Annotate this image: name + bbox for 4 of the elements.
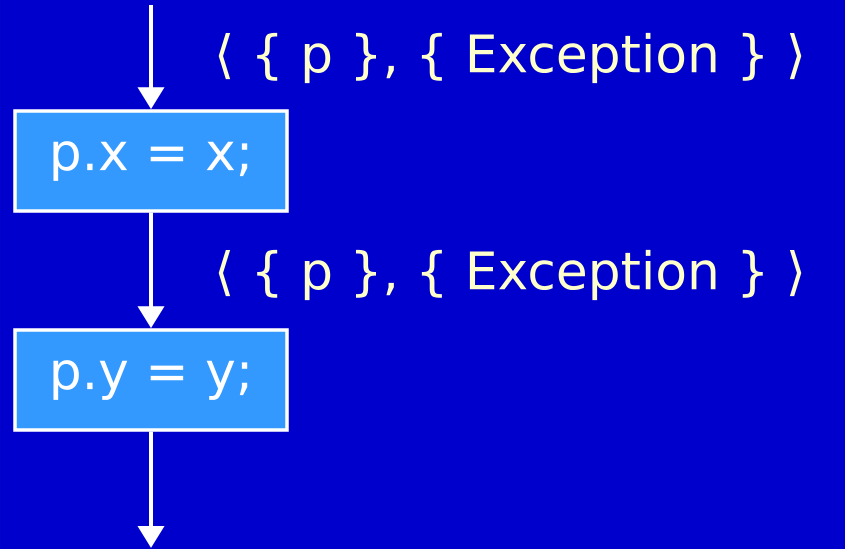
statement-box: p.x = x; bbox=[13, 109, 289, 213]
edge-label: ⟨ { p }, { Exception } ⟩ bbox=[218, 32, 802, 84]
statement-box: p.y = y; bbox=[13, 328, 289, 432]
edge-label: ⟨ { p }, { Exception } ⟩ bbox=[218, 250, 802, 300]
